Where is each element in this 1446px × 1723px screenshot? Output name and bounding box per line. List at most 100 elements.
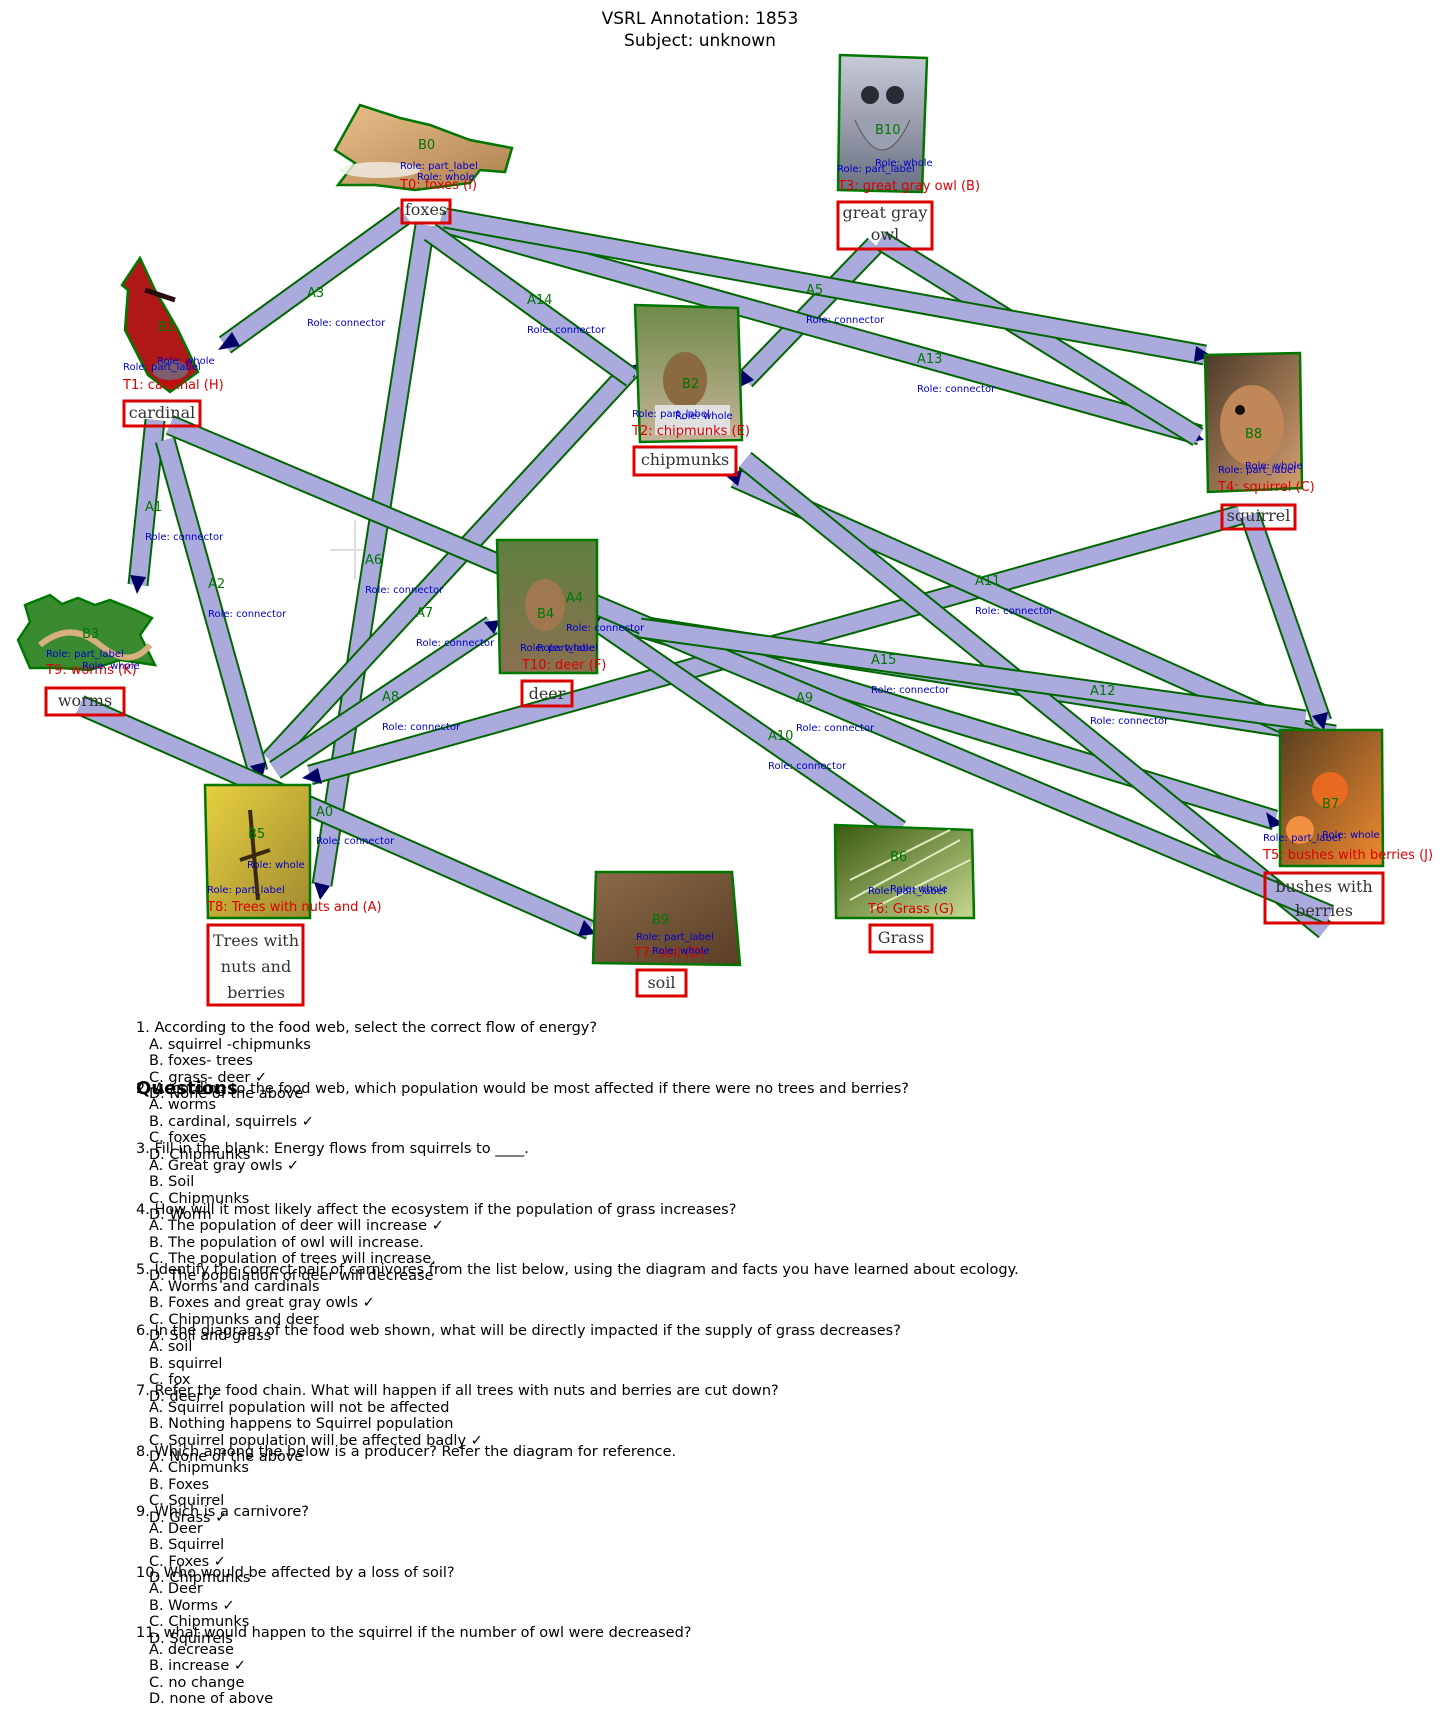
- caption-box-deer: [520, 679, 574, 708]
- caption-trees: Trees with nuts and berries: [212, 931, 300, 1002]
- answer-option: C. Chipmunks: [149, 1614, 250, 1630]
- node-id-b4: B4: [537, 607, 555, 622]
- answer-option: A. squirrel -chipmunks: [149, 1036, 311, 1053]
- role-part-label-b4: Role: part_label: [520, 643, 598, 654]
- question-block: 3. Fill in the blank: Energy flows from …: [136, 1141, 529, 1224]
- arrow-a7: [269, 616, 500, 779]
- arrow-id-a13: A13: [917, 352, 943, 367]
- nodes-layer: [16, 53, 1385, 967]
- trees-image: [203, 783, 312, 920]
- arrow-id-a4: A4: [566, 591, 584, 606]
- node-label-t3: T3: great gray owl (B): [838, 179, 981, 194]
- subject-title: Subject: unknown: [624, 31, 776, 51]
- answer-option: A. Worms and cardinals: [149, 1278, 320, 1295]
- arrow-a15: [1240, 511, 1332, 730]
- question-block: 11. what would happen to the squirrel if…: [136, 1625, 692, 1708]
- answer-option: C. no change: [149, 1674, 245, 1691]
- role-part-label-b8: Role: part_label: [1218, 465, 1296, 476]
- answer-option: A. The population of deer will increase …: [149, 1218, 444, 1234]
- arrow-role-a5: Role: connector: [806, 315, 885, 326]
- arrow-deer-bushes-2: [638, 617, 1307, 731]
- arrow-worms-soil: [75, 695, 596, 940]
- arrow-a3: [218, 206, 412, 354]
- answer-option: B. Soil: [149, 1174, 195, 1190]
- caption-layer: [44, 198, 1385, 1007]
- role-whole-b8: Role: whole: [1245, 461, 1303, 472]
- role-part-label-b7: Role: part_label: [1263, 833, 1341, 844]
- node-id-b6: B6: [890, 850, 908, 865]
- arrow-id-a7: A7: [416, 606, 434, 621]
- answer-option: D. Chipmunks: [149, 1146, 251, 1163]
- answer-option: B. The population of owl will increase.: [149, 1234, 424, 1251]
- answer-option: C. Squirrel: [149, 1493, 225, 1509]
- role-whole-b10: Role: whole: [875, 158, 933, 169]
- arrow-role-a13: Role: connector: [917, 384, 996, 395]
- caption-soil: soil: [647, 973, 676, 992]
- answer-option: D. None of the above: [149, 1086, 304, 1102]
- node-label-t0: T0: foxes (I): [400, 178, 478, 193]
- node-id-b7: B7: [1322, 797, 1340, 812]
- question-text: 10. Who would be affected by a loss of s…: [136, 1564, 455, 1581]
- arrow-cardinal-bushes: [165, 415, 1335, 925]
- arrow-a12: [738, 451, 1332, 939]
- question-text: 6. In the diagram of the food web shown,…: [136, 1322, 901, 1339]
- question-text: 7. Refer the food chain. What will happe…: [136, 1383, 779, 1399]
- question-block: 2. According to the food web, which popu…: [136, 1081, 909, 1164]
- arrow-role-a12: Role: connector: [1090, 716, 1169, 727]
- answer-option: A. decrease: [149, 1641, 234, 1658]
- arrow-id-a6: A6: [365, 553, 383, 568]
- node-id-b1: B1: [158, 320, 176, 335]
- answer-option: D. Soil and grass: [149, 1328, 272, 1344]
- arrow-id-a1: A1: [145, 500, 163, 515]
- role-part-label-b10: Role: part_label: [837, 164, 915, 175]
- answer-option: C. Chipmunks: [149, 1190, 250, 1207]
- question-block: 4. How will it most likely affect the ec…: [136, 1202, 736, 1285]
- food-web-diagram: [16, 53, 1385, 1007]
- arrow-role-a3: Role: connector: [307, 318, 386, 329]
- arrow-role-a1: Role: connector: [145, 532, 224, 543]
- node-id-b10: B10: [875, 123, 901, 138]
- node-label-t10: T10: deer (F): [522, 658, 607, 673]
- arrow-role-a11: Role: connector: [975, 606, 1054, 617]
- answer-option: A. Deer: [149, 1520, 203, 1537]
- questions-heading: Questions: [136, 1078, 238, 1099]
- grass-image: [833, 823, 976, 920]
- role-whole-b4: Role: whole: [537, 643, 595, 654]
- arrow-role-a8: Role: connector: [382, 722, 461, 733]
- node-id-b9: B9: [652, 913, 670, 928]
- question-block: 7. Refer the food chain. What will happe…: [136, 1383, 779, 1466]
- answer-option: A. worms: [149, 1097, 216, 1113]
- question-block: 5. Identify the correct pair of carnivor…: [136, 1262, 1019, 1345]
- arrow-id-a0: A0: [316, 805, 334, 820]
- caption-owl: great gray owl: [842, 203, 928, 244]
- role-whole-b1: Role: whole: [157, 356, 215, 367]
- arrow-role-a2: Role: connector: [208, 609, 287, 620]
- question-text: 5. Identify the correct pair of carnivor…: [136, 1262, 1019, 1278]
- answer-option: B. squirrel: [149, 1355, 223, 1372]
- node-id-b8: B8: [1245, 427, 1263, 442]
- arrow-a14: [423, 223, 639, 387]
- arrow-role-a7: Role: connector: [416, 638, 495, 649]
- question-text: 11. what would happen to the squirrel if…: [136, 1625, 692, 1641]
- annotation-title: VSRL Annotation: 1853: [601, 9, 799, 29]
- answer-option: D. Squirrels: [149, 1630, 233, 1647]
- caption-cardinal: cardinal: [128, 403, 196, 422]
- arrow-a5: [737, 237, 883, 388]
- arrow-id-a12: A12: [1090, 684, 1116, 699]
- role-whole-b5: Role: whole: [247, 860, 305, 871]
- arrow-role-a15: Role: connector: [871, 685, 950, 696]
- answer-option: C. fox: [149, 1372, 191, 1388]
- caption-box-foxes: [400, 198, 452, 225]
- arrow-id-a10: A10: [768, 729, 794, 744]
- caption-box-owl: [836, 200, 934, 251]
- caption-deer: deer: [528, 684, 566, 703]
- answer-option: C. Squirrel population will be affected …: [149, 1432, 483, 1449]
- answer-option: C. The population of trees will increase…: [149, 1251, 436, 1267]
- role-part-label-b9: Role: part_label: [636, 932, 714, 943]
- squirrel-image: [1203, 351, 1304, 494]
- role-whole-b2: Role: whole: [675, 411, 733, 422]
- answer-option: C. Chipmunks and deer: [149, 1311, 319, 1328]
- arrow-fox-squirrel: [443, 207, 1212, 366]
- arrow-role-a6: Role: connector: [365, 585, 444, 596]
- answer-option: A. soil: [149, 1339, 193, 1355]
